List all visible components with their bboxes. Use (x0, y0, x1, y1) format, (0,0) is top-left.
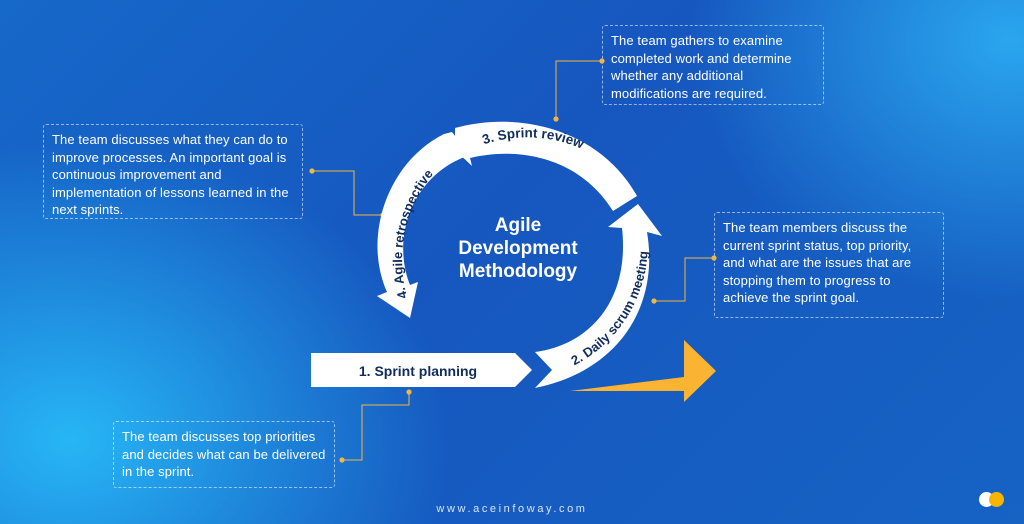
daily-scrum-note: The team members discuss the current spr… (714, 212, 944, 318)
sprint-planning-arrow (311, 353, 532, 387)
forward-arrow (570, 340, 716, 402)
logo-right-circle (989, 492, 1004, 507)
agile-retrospective-arrow (377, 132, 470, 318)
sprint-planning-note: The team discusses top priorities and de… (113, 421, 335, 488)
sprint-review-arrow (455, 121, 637, 211)
website-footer[interactable]: www.aceinfoway.com (436, 503, 588, 515)
center-title: Agile Development Methodology (418, 214, 618, 283)
agile-retrospective-note: The team discusses what they can do to i… (43, 124, 303, 219)
center-title-line: Agile (494, 215, 542, 236)
sprint-planning-label: 1. Sprint planning (359, 363, 477, 379)
retro-connector (312, 170, 383, 216)
daily-connector (654, 257, 714, 302)
review-connector (555, 60, 602, 119)
center-title-line: Development (458, 238, 578, 259)
daily-scrum-arrow (535, 204, 662, 388)
sprint-review-note: The team gathers to examine completed wo… (602, 25, 824, 105)
connector-lines (312, 60, 714, 461)
center-title-line: Methodology (458, 261, 578, 282)
planning-connector (342, 392, 410, 461)
company-logo (979, 492, 1005, 508)
